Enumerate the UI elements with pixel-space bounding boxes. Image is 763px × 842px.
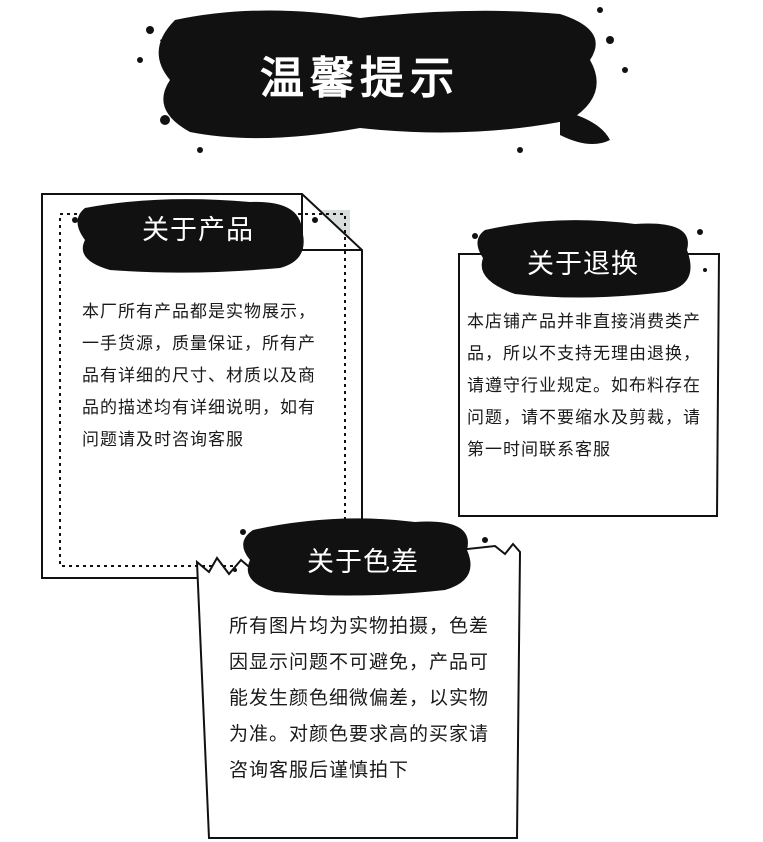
color-card: 关于色差 所有图片均为实物拍摄，色差因显示问题不可避免，产品可能发生颜色细微偏差… (195, 510, 530, 840)
product-card-title: 关于产品 (142, 215, 254, 246)
product-card: 关于产品 本厂所有产品都是实物展示，一手货源，质量保证，所有产品有详细的尺寸、材… (40, 190, 370, 580)
returns-card: 关于退换 本店铺产品并非直接消费类产品，所以不支持无理由退换，请遵守行业规定。如… (455, 210, 725, 520)
page-title: 温馨提示 (260, 53, 460, 104)
ink-brush-shape (137, 7, 628, 153)
paper-outline-shape (195, 518, 522, 839)
color-card-body: 所有图片均为实物拍摄，色差因显示问题不可避免，产品可能发生颜色细微偏差，以实物为… (229, 615, 490, 781)
main-title-banner: 温馨提示 (0, 0, 763, 160)
paper-outline-shape (458, 220, 721, 517)
returns-card-body: 本店铺产品并非直接消费类产品，所以不支持无理由退换，请遵守行业规定。如布料存在问… (467, 312, 701, 460)
color-card-title: 关于色差 (307, 547, 419, 578)
product-card-body: 本厂所有产品都是实物展示，一手货源，质量保证，所有产品有详细的尺寸、材质以及商品… (82, 302, 316, 450)
paper-outline-shape (41, 193, 363, 579)
returns-card-title: 关于退换 (527, 249, 639, 280)
